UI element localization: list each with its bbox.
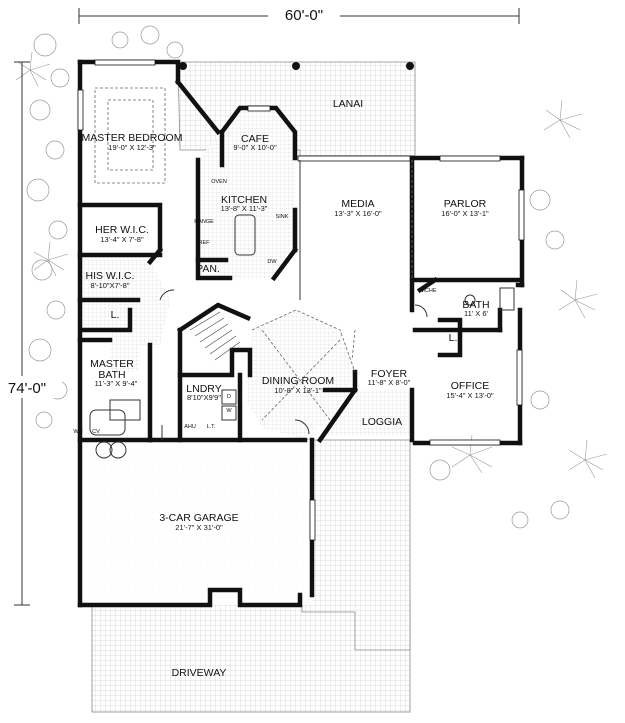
ahu-label: AHU: [184, 424, 196, 430]
lanai-name: LANAI: [333, 98, 363, 110]
master-bath-name-line1: MASTER: [90, 358, 134, 370]
foyer-size: 11'-8" X 8'-0": [368, 378, 411, 387]
her-wic-name: HER W.I.C.: [95, 224, 149, 236]
laundry-size: 8'10"X9'9": [187, 393, 221, 402]
garage-name: 3-CAR GARAGE: [159, 512, 238, 524]
toilet: [464, 294, 476, 306]
bath-size: 11' X 6': [464, 309, 489, 318]
parlor-size: 16'-0" X 13'-1": [441, 209, 489, 218]
width-label: 60'-0": [285, 7, 323, 24]
bed-outline: [94, 87, 166, 184]
bath-linen-label: L.: [449, 332, 458, 344]
dimension-depth: 74'-0": [0, 61, 62, 606]
his-wic-size: 8'-10"X7'-8": [90, 281, 129, 290]
master-bath-name-line2: BATH: [98, 369, 125, 381]
laundry-name: LNDRY: [186, 383, 221, 395]
office-name: OFFICE: [451, 380, 490, 392]
ref-label: REF: [199, 240, 211, 246]
interior-details: [89, 87, 515, 459]
kitchen-size: 13'-8" X 11'-3": [221, 204, 268, 213]
office-size: 15'-4" X 13'-0": [446, 391, 494, 400]
cafe-name: CAFE: [241, 133, 269, 145]
fixture-labels: OVEN RANGE REF SINK DW L. L. AHU L.T. W …: [73, 179, 457, 435]
dining-room-size: 10'-8" X 13'-1": [274, 386, 322, 395]
bath-tub-small: [499, 287, 515, 311]
dryer: [221, 405, 237, 421]
master-bedroom-size: 19'-0" X 12'-3": [108, 143, 156, 152]
landscaping: [15, 25, 608, 619]
loggia-name: LOGGIA: [362, 416, 402, 428]
media-name: MEDIA: [341, 198, 374, 210]
bathtub: [89, 409, 126, 436]
stairs: [189, 311, 241, 361]
dining-room-name: DINING ROOM: [262, 375, 334, 387]
dimension-width: 60'-0": [78, 4, 520, 24]
windows: [77, 59, 525, 541]
kitchen-island: [234, 214, 256, 256]
lt-label: L.T.: [207, 424, 216, 430]
his-wic-name: HIS W.I.C.: [85, 270, 134, 282]
vanity: [109, 399, 141, 421]
sink-label: SINK: [276, 214, 289, 220]
dw-label: DW: [267, 259, 277, 265]
dryer-label: D: [227, 394, 231, 400]
master-bedroom-name: MASTER BEDROOM: [82, 132, 183, 144]
range-label: RANGE: [194, 219, 214, 225]
oven-label: OVEN: [211, 179, 227, 185]
wh-label: WH: [73, 429, 82, 435]
cv-label: CV: [92, 429, 100, 435]
niche-label: NICHE: [419, 288, 436, 294]
depth-label: 74'-0": [8, 380, 46, 397]
his-wic-linen-label: L.: [111, 309, 120, 321]
parlor-name: PARLOR: [444, 198, 487, 210]
foyer-name: FOYER: [371, 368, 408, 380]
bath-name: BATH: [462, 299, 489, 311]
master-bath-size: 11'-3" X 9'-4": [95, 379, 138, 388]
washer-label: W: [226, 408, 232, 414]
pantry-name: PAN.: [196, 263, 220, 275]
lanai-columns: [179, 62, 414, 70]
paving: [91, 61, 416, 713]
kitchen-name: KITCHEN: [221, 194, 267, 206]
interior-floors: [80, 108, 413, 605]
her-wic-size: 13'-4" X 7'-8": [100, 235, 144, 244]
garage-size: 21'-7" X 31'-0": [175, 523, 223, 532]
driveway-name: DRIVEWAY: [172, 667, 227, 679]
media-size: 13'-3" X 16'-0": [334, 209, 382, 218]
room-labels: MASTER BEDROOM 19'-0" X 12'-3" CAFE 9'-0…: [82, 98, 494, 679]
washer: [221, 389, 237, 405]
dining-outline: [251, 309, 356, 373]
cafe-size: 9'-0" X 10'-0": [233, 143, 277, 152]
